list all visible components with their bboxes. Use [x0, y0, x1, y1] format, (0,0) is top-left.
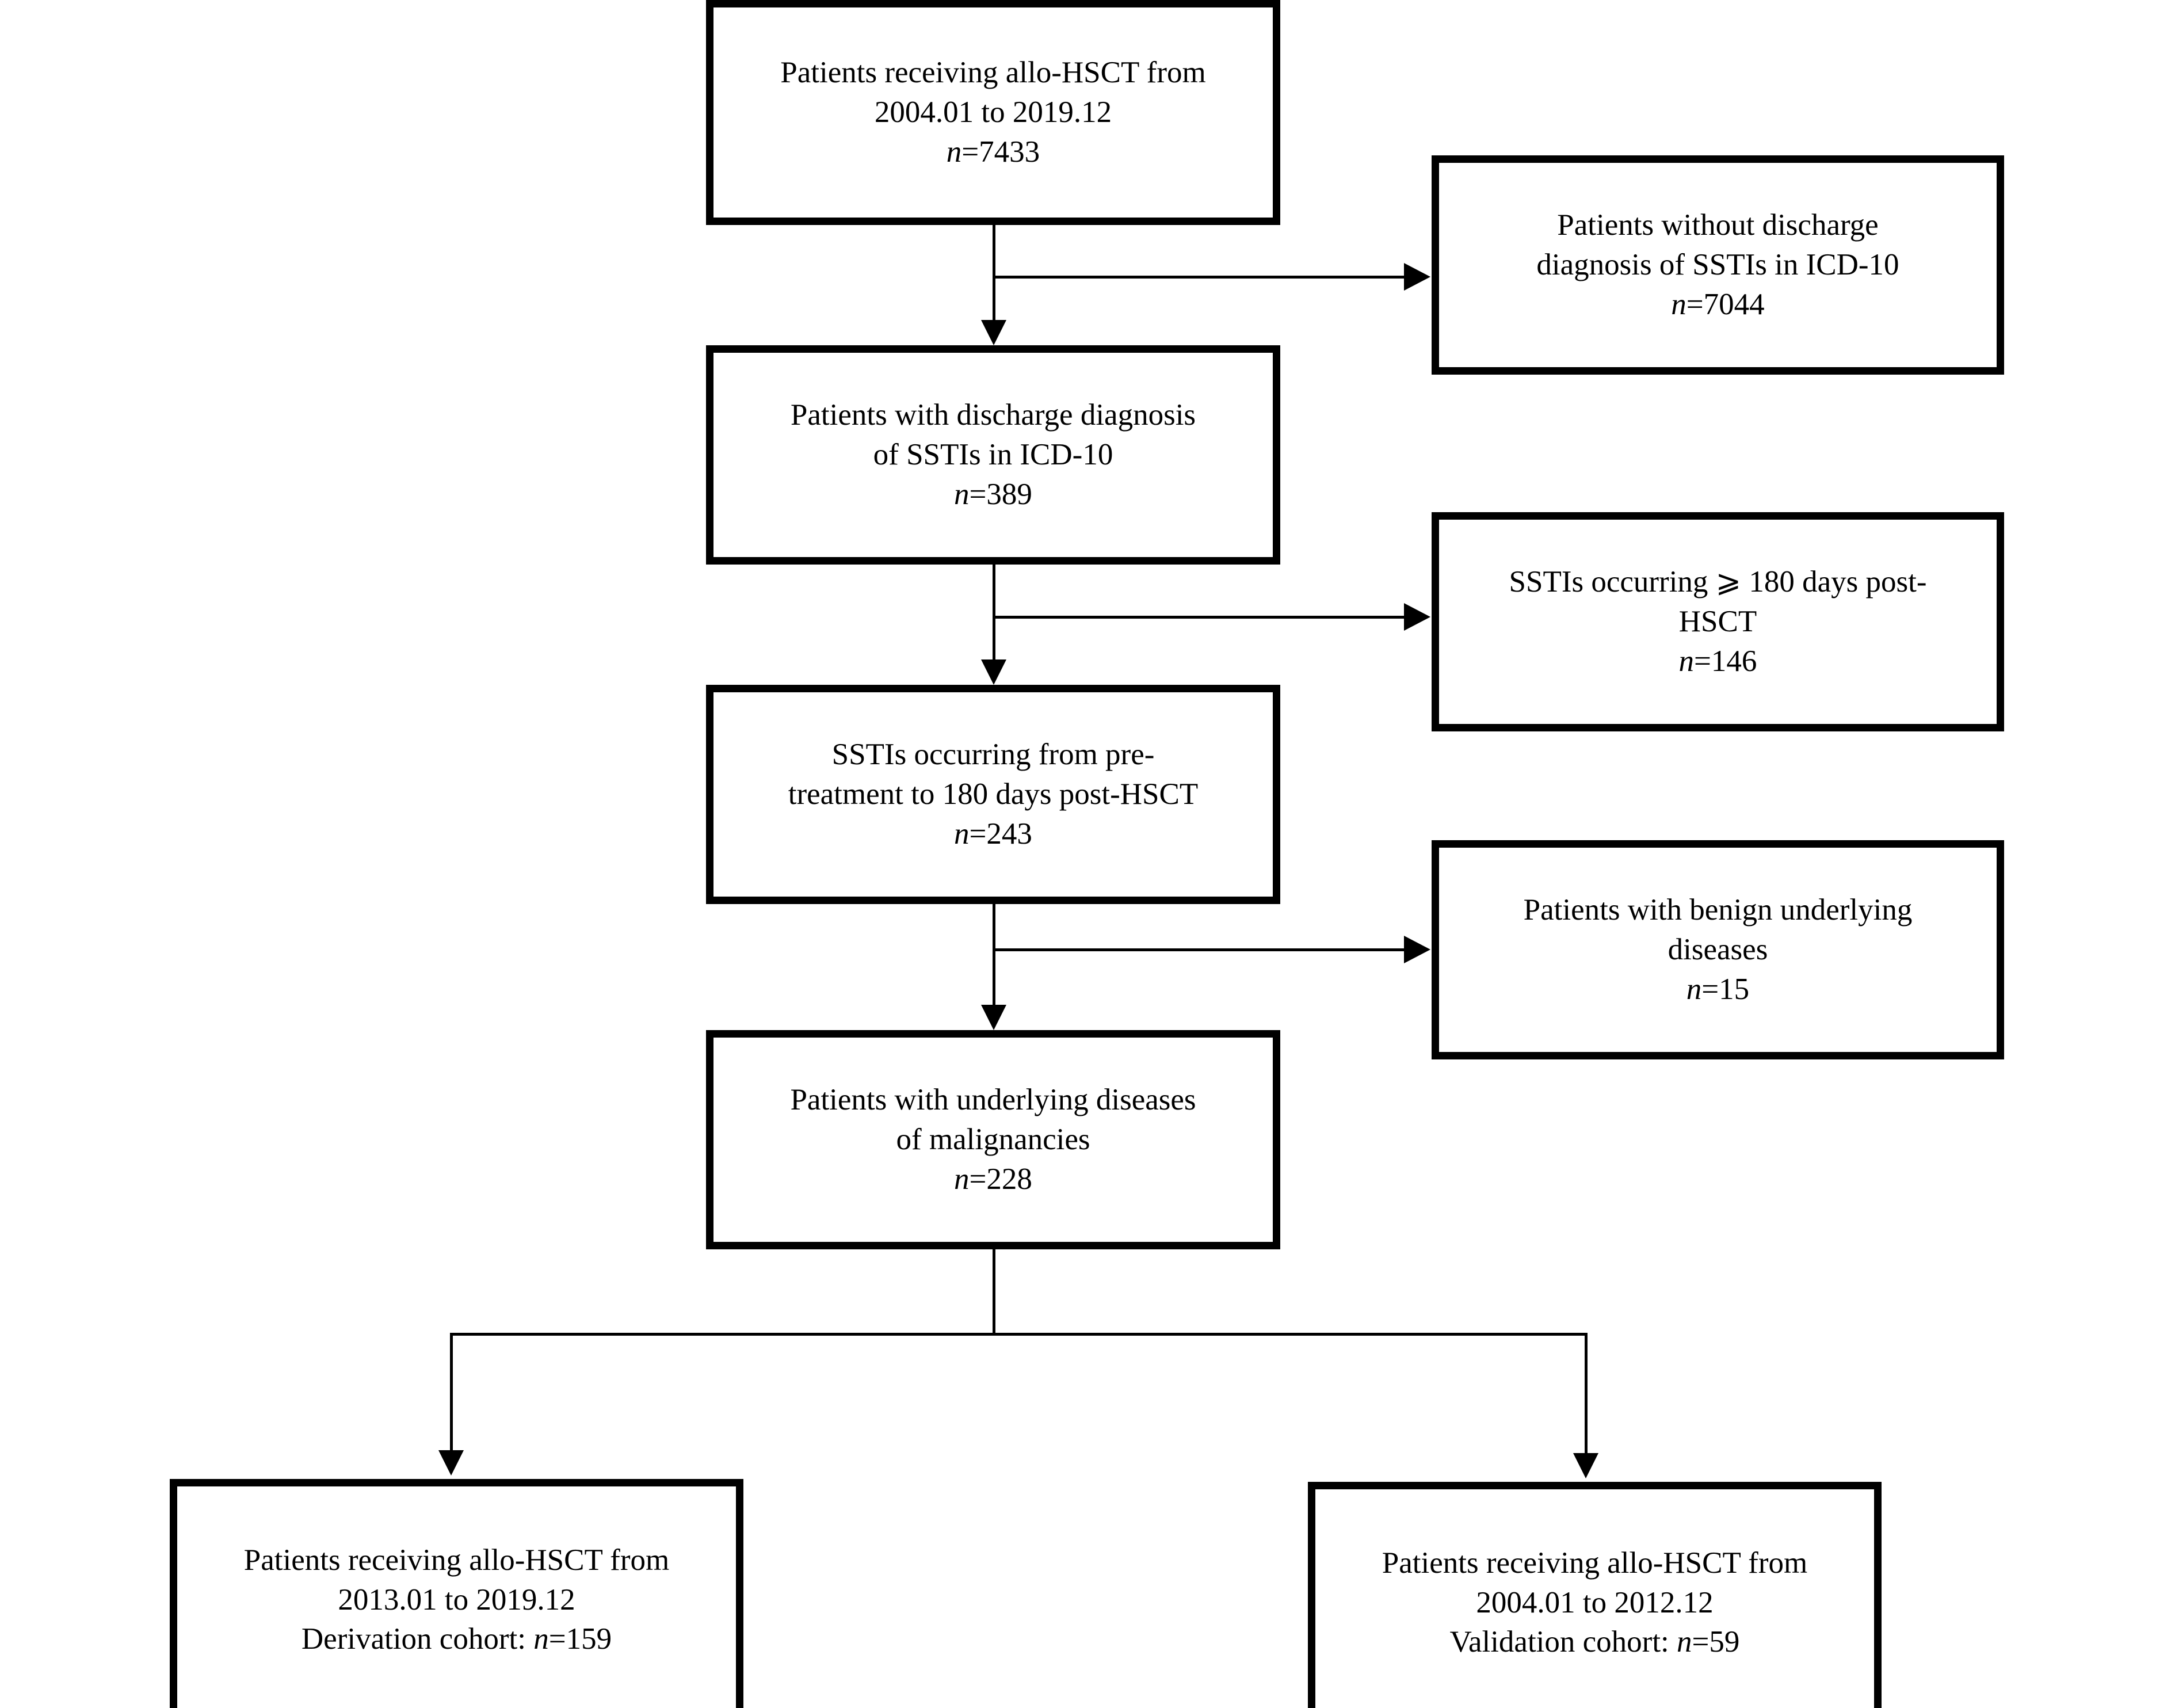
node-excl-benign-line1: Patients with benign underlying: [1523, 893, 1913, 927]
node-window-sstis-line1: SSTIs occurring from pre-: [831, 738, 1155, 772]
node-derivation-cohort-count: Derivation cohort: n=159: [301, 1622, 612, 1656]
node-excl-late-sstis-line2: HSCT: [1678, 605, 1757, 639]
arrowhead-enrolled-to-with-sstis: [981, 320, 1006, 345]
node-with-sstis-line1: Patients with discharge diagnosis: [790, 398, 1196, 432]
node-enrolled-count: n=7433: [946, 135, 1040, 169]
node-excl-no-sstis-dx-line2: diagnosis of SSTIs in ICD-10: [1536, 248, 1899, 282]
node-excl-no-sstis-dx-line1: Patients without discharge: [1557, 208, 1879, 242]
node-excl-benign-line2: diseases: [1667, 933, 1768, 967]
node-with-sstis-line2: of SSTIs in ICD-10: [873, 438, 1113, 472]
node-validation-cohort: Patients receiving allo-HSCT from 2004.0…: [1308, 1482, 1882, 1708]
node-excl-benign-count: n=15: [1686, 972, 1750, 1006]
node-excl-benign: Patients with benign underlying diseases…: [1432, 840, 2004, 1059]
connector-window-sstis-to-malignancies: [993, 904, 995, 1005]
node-enrolled: Patients receiving allo-HSCT from 2004.0…: [706, 0, 1280, 225]
node-with-sstis-count: n=389: [954, 477, 1032, 511]
arrowhead-branch-benign: [1404, 936, 1430, 963]
connector-split-to-derivation: [450, 1333, 453, 1450]
node-malignancies-line2: of malignancies: [896, 1123, 1090, 1157]
connector-with-sstis-to-window-sstis: [993, 565, 995, 659]
connector-split-to-validation: [1585, 1333, 1588, 1453]
node-excl-late-sstis-count: n=146: [1678, 644, 1757, 678]
connector-cohort-split-bar: [450, 1333, 1588, 1336]
node-malignancies-line1: Patients with underlying diseases: [790, 1083, 1196, 1117]
node-window-sstis: SSTIs occurring from pre- treatment to 1…: [706, 685, 1280, 904]
node-excl-late-sstis-line1: SSTIs occurring ⩾ 180 days post-: [1509, 565, 1927, 599]
node-validation-cohort-line1: Patients receiving allo-HSCT from: [1382, 1546, 1808, 1580]
node-excl-late-sstis: SSTIs occurring ⩾ 180 days post- HSCT n=…: [1432, 512, 2004, 731]
node-malignancies: Patients with underlying diseases of mal…: [706, 1030, 1280, 1249]
connector-branch-benign: [993, 948, 1404, 951]
node-validation-cohort-line2: 2004.01 to 2012.12: [1476, 1585, 1714, 1619]
node-malignancies-count: n=228: [954, 1162, 1032, 1196]
arrowhead-branch-late-sstis: [1404, 603, 1430, 631]
arrowhead-branch-no-sstis-dx: [1404, 263, 1430, 291]
node-excl-no-sstis-dx: Patients without discharge diagnosis of …: [1432, 155, 2004, 375]
connector-branch-no-sstis-dx: [993, 276, 1404, 279]
node-validation-cohort-count: Validation cohort: n=59: [1449, 1625, 1740, 1659]
connector-enrolled-to-with-sstis: [993, 225, 995, 320]
node-enrolled-line2: 2004.01 to 2019.12: [874, 96, 1112, 129]
arrowhead-split-to-validation: [1573, 1453, 1598, 1478]
node-derivation-cohort-line1: Patients receiving allo-HSCT from: [243, 1543, 670, 1577]
arrowhead-split-to-derivation: [438, 1450, 464, 1476]
arrowhead-with-sstis-to-window-sstis: [981, 659, 1006, 685]
node-excl-no-sstis-dx-count: n=7044: [1671, 287, 1765, 321]
arrowhead-window-sstis-to-malignancies: [981, 1005, 1006, 1030]
node-enrolled-line1: Patients receiving allo-HSCT from: [780, 56, 1206, 90]
node-derivation-cohort-line2: 2013.01 to 2019.12: [338, 1583, 575, 1616]
connector-branch-late-sstis: [993, 616, 1404, 619]
node-window-sstis-line2: treatment to 180 days post-HSCT: [788, 777, 1199, 811]
connector-malignancies-stem: [993, 1249, 995, 1335]
node-with-sstis: Patients with discharge diagnosis of SST…: [706, 345, 1280, 565]
node-derivation-cohort: Patients receiving allo-HSCT from 2013.0…: [170, 1479, 743, 1708]
node-window-sstis-count: n=243: [954, 817, 1032, 851]
